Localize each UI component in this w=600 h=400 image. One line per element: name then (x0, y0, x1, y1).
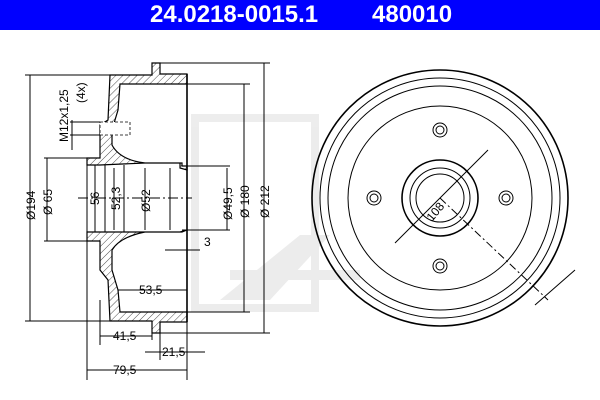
dim-21-5: 21,5 (162, 345, 186, 359)
dim-d180: Ø 180 (238, 185, 252, 218)
dim-56: 56 (88, 191, 102, 205)
title-bar: 24.0218-0015.1 480010 (0, 0, 600, 30)
part-number: 24.0218-0015.1 (150, 1, 319, 28)
dim-thread-count: (4x) (74, 82, 88, 103)
dim-pcd-108: 108 (424, 199, 448, 224)
ate-watermark-logo (191, 114, 360, 312)
dim-d52: Ø52 (139, 189, 153, 212)
dim-41-5: 41,5 (113, 329, 137, 343)
reference-number: 480010 (372, 1, 453, 28)
drum-front-view: 108 (311, 69, 576, 327)
dim-d212: Ø 212 (258, 185, 272, 218)
drum-section-view: Ø194 Ø 65 M12x1,25 (4x) 56 52,3 Ø52 Ø49,… (24, 62, 272, 380)
dim-d49-5: Ø49,5 (221, 187, 235, 220)
dim-thread: M12x1,25 (57, 89, 71, 142)
section-upper (86, 62, 188, 171)
dim-d194: Ø194 (24, 190, 38, 220)
dim-53-5: 53,5 (139, 283, 163, 297)
dim-d65: Ø 65 (41, 189, 55, 215)
dim-52-3: 52,3 (109, 186, 123, 210)
section-lower (86, 229, 188, 334)
dim-79-5: 79,5 (113, 363, 137, 377)
bolt-holes (366, 122, 514, 274)
dim-gap-3: 3 (204, 235, 211, 249)
